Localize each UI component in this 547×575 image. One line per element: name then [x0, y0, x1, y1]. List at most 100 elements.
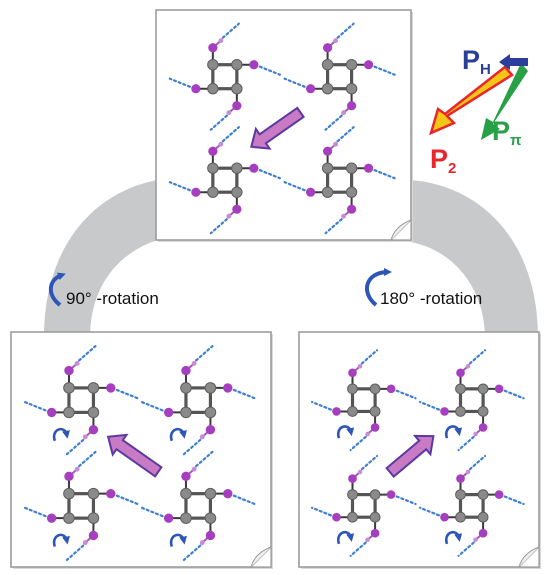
polarization-arrow	[250, 106, 305, 150]
hydrogen-atom	[473, 537, 478, 543]
p-h-arrow	[499, 54, 528, 70]
carbon-atom	[180, 487, 192, 500]
oxygen-atom	[364, 60, 374, 70]
hydrogen-bond	[349, 435, 367, 452]
hydrogen-bond	[115, 388, 139, 400]
carbon-atom	[455, 511, 466, 523]
hydrogen-bond	[395, 495, 417, 506]
oxygen-atom	[323, 43, 333, 53]
hydrogen-atom	[218, 141, 224, 147]
hydrogen-bond	[182, 544, 202, 562]
svg-text:PH: PH	[462, 45, 491, 78]
hydrogen-atom	[191, 466, 197, 472]
carbon-atom	[231, 83, 243, 95]
hydrogen-bond	[78, 450, 97, 468]
carbon-atom	[207, 58, 219, 71]
carbon-atom	[207, 162, 219, 174]
carbon-atom	[180, 406, 192, 419]
squaric-acid-molecule	[141, 450, 256, 562]
rotation-label-180: 180° -rotation	[380, 289, 482, 308]
squaric-acid-molecule	[24, 450, 139, 562]
oxygen-atom	[386, 490, 396, 499]
hydrogen-atom	[74, 466, 80, 472]
carbon-atom	[321, 83, 334, 95]
hydrogen-bond	[310, 400, 332, 411]
hydrogen-atom	[357, 469, 363, 475]
p-2-subscript: 2	[448, 160, 456, 177]
oxygen-atom	[386, 384, 396, 394]
squaric-acid-molecule	[168, 126, 281, 235]
carbon-atom	[477, 383, 489, 395]
hydrogen-bond	[168, 181, 191, 192]
carbon-ring	[350, 387, 377, 414]
hydrogen-atom	[191, 360, 197, 366]
hydrogen-atom	[473, 431, 478, 437]
oxygen-atom	[347, 101, 357, 111]
carbon-ring	[211, 63, 239, 91]
oxygen-atom	[249, 60, 259, 70]
oxygen-atom	[440, 407, 449, 416]
polarization-legend: PH Pπ P2	[429, 45, 528, 177]
carbon-atom	[321, 162, 334, 174]
panel-bottom-left	[10, 331, 273, 569]
hydrogen-atom	[465, 364, 471, 369]
oxygen-atom	[88, 530, 99, 541]
p-pi-arrow	[481, 63, 528, 140]
hydrogen-bond	[457, 541, 475, 557]
carbon-atom	[369, 383, 381, 395]
oxygen-atom	[223, 488, 233, 499]
oxygen-atom	[323, 146, 333, 156]
hydrogen-bond	[468, 454, 487, 471]
page-curl-fold	[250, 546, 272, 568]
carbon-atom	[369, 406, 381, 417]
hydrogen-bond	[336, 22, 355, 39]
carbon-atom	[63, 406, 75, 419]
oxygen-atom	[64, 471, 74, 482]
polarization-arrow	[385, 434, 435, 479]
hydrogen-atom	[226, 213, 232, 219]
hydrogen-atom	[365, 431, 370, 437]
carbon-atom	[369, 511, 381, 523]
svg-text:P2: P2	[430, 144, 456, 177]
carbon-atom	[345, 162, 358, 174]
hydrogen-bond	[310, 506, 332, 517]
hydrogen-atom	[333, 141, 338, 147]
hydrogen-bond	[324, 218, 343, 235]
hydrogen-bond	[24, 401, 47, 412]
carbon-ring	[458, 493, 485, 519]
squaric-acid-molecule	[310, 454, 417, 557]
rotation-connector-right	[410, 180, 538, 338]
hydrogen-atom	[333, 38, 338, 44]
oxygen-atom	[106, 383, 116, 393]
carbon-ring	[326, 63, 354, 91]
hydrogen-atom	[199, 540, 205, 546]
hydrogen-atom	[465, 469, 471, 475]
oxygen-atom	[208, 146, 218, 156]
carbon-atom	[207, 186, 219, 198]
oxygen-atom	[440, 512, 449, 522]
oxygen-atom	[494, 384, 504, 394]
hydrogen-bond	[232, 388, 256, 400]
hydrogen-bond	[457, 435, 475, 452]
hydrogen-atom	[218, 38, 224, 44]
hydrogen-bond	[395, 389, 417, 400]
p-h-subscript: H	[480, 61, 491, 78]
oxygen-atom	[478, 528, 488, 538]
squaric-acid-molecule	[418, 454, 525, 557]
hydrogen-atom	[82, 434, 88, 440]
rotation-curl-icon	[169, 427, 187, 442]
oxygen-atom	[46, 407, 57, 418]
squaric-acid-molecule	[283, 126, 396, 235]
carbon-ring	[184, 492, 213, 520]
oxygen-atom	[106, 488, 116, 499]
hydrogen-bond	[24, 506, 47, 518]
rotation-curl-icon	[169, 533, 187, 547]
p-2-label: P	[430, 144, 448, 174]
carbon-atom	[207, 83, 219, 95]
hydrogen-bond	[503, 495, 525, 506]
rotation-curl-icon	[336, 530, 355, 545]
p-pi-label: P	[492, 116, 510, 146]
squaric-acid-molecule	[24, 345, 139, 456]
page-curl-fold	[390, 219, 412, 241]
oxygen-atom	[64, 365, 74, 376]
